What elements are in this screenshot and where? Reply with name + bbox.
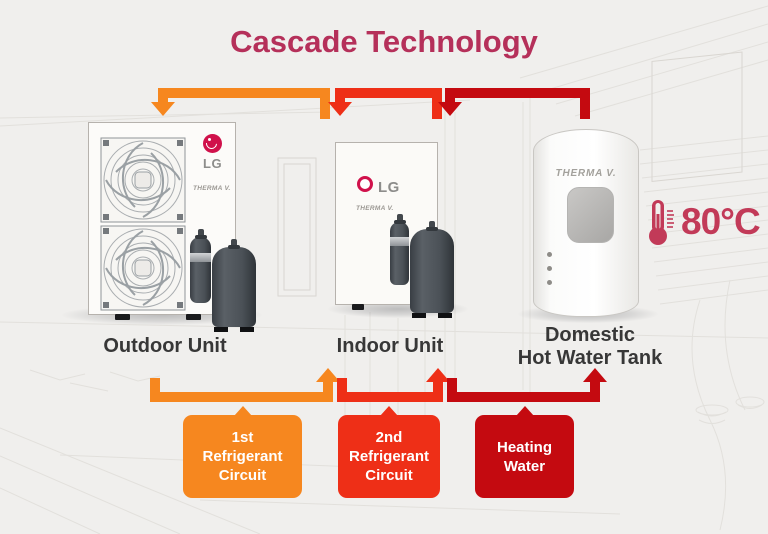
arrow-segment <box>150 378 160 392</box>
arrow-segment <box>158 88 330 98</box>
unit-foot <box>186 314 201 320</box>
fan-grille-icon <box>100 225 186 311</box>
outdoor-unit-panel: LG THERMA V. <box>88 122 236 320</box>
temperature-value: 80°C <box>681 201 761 242</box>
arrow-segment <box>337 378 347 392</box>
arrow-segment <box>335 88 442 98</box>
arrow-head-up-icon <box>316 368 340 382</box>
flow-label-text: 1st Refrigerant Circuit <box>202 429 283 484</box>
callout-tip-icon <box>515 406 534 416</box>
arrow-segment <box>590 382 600 402</box>
arrow-segment <box>445 88 455 102</box>
cylinder-foot <box>240 327 254 332</box>
lg-logo-icon <box>357 176 373 192</box>
arrow-head-down-icon <box>151 102 175 116</box>
therma-v-text: THERMA V. <box>193 185 231 192</box>
arrow-head-down-icon <box>438 102 462 116</box>
outdoor-unit-label: Outdoor Unit <box>103 335 227 357</box>
cylinder-band <box>190 253 211 262</box>
flow-label-text: Heating Water <box>496 438 552 475</box>
compressor-cylinder <box>390 214 409 285</box>
callout-tip-icon <box>380 406 398 416</box>
cylinder-cap <box>194 229 207 239</box>
arrow-segment <box>432 88 442 119</box>
tank-indicator-dot <box>547 252 552 257</box>
fan-grille-icon <box>100 137 186 223</box>
arrow-head-up-icon <box>426 368 450 382</box>
thermometer-icon <box>649 200 674 245</box>
therma-v-text: THERMA V. <box>555 168 617 179</box>
arrow-segment <box>158 88 168 102</box>
flow-label-second-refrigerant-circuit: 2nd Refrigerant Circuit <box>338 406 440 498</box>
compressor-cylinder <box>190 229 211 303</box>
arrow-head-up-icon <box>583 368 607 382</box>
lg-logo-icon <box>203 134 222 153</box>
tank-indicator-dot <box>547 280 552 285</box>
arrow-segment <box>323 382 333 402</box>
arrow-segment <box>335 88 345 102</box>
arrow-head-down-icon <box>328 102 352 116</box>
indoor-unit-panel: LG THERMA V. <box>335 142 438 310</box>
indoor-unit-label: Indoor Unit <box>336 335 444 357</box>
arrow-segment <box>447 392 600 402</box>
cylinder-cap <box>426 221 438 231</box>
cylinder-foot <box>214 327 228 332</box>
arrow-segment <box>433 382 443 402</box>
arrow-segment <box>150 392 333 402</box>
flow-label-heating-water: Heating Water <box>475 406 574 498</box>
lg-logo-text: LG <box>203 156 223 171</box>
arrow-segment <box>580 88 590 119</box>
temperature-indicator: 80°C <box>648 198 761 246</box>
tank-indicator-dot <box>547 266 552 271</box>
tank-label: Domestic Hot Water Tank <box>517 324 663 369</box>
cylinder-cap <box>228 239 240 249</box>
lg-logo-text: LG <box>378 179 400 196</box>
unit-foot <box>352 304 364 310</box>
cylinder-foot <box>438 313 452 318</box>
unit-foot <box>115 314 130 320</box>
cylinder-cap <box>393 214 406 224</box>
cylinder-band <box>390 237 409 246</box>
compressor-cylinder <box>410 221 454 318</box>
cylinder-foot <box>412 313 426 318</box>
compressor-cylinder <box>212 239 256 332</box>
callout-tip-icon <box>233 406 252 416</box>
arrow-segment <box>320 88 330 119</box>
arrow-segment <box>445 88 590 98</box>
arrow-segment <box>337 392 443 402</box>
hot-water-tank-body: THERMA V. <box>533 129 639 317</box>
tank-access-panel <box>567 187 614 243</box>
flow-label-first-refrigerant-circuit: 1st Refrigerant Circuit <box>183 406 302 498</box>
flow-label-text: 2nd Refrigerant Circuit <box>348 429 430 484</box>
page-title: Cascade Technology <box>230 24 538 59</box>
arrow-segment <box>447 378 457 392</box>
therma-v-text: THERMA V. <box>356 205 394 212</box>
